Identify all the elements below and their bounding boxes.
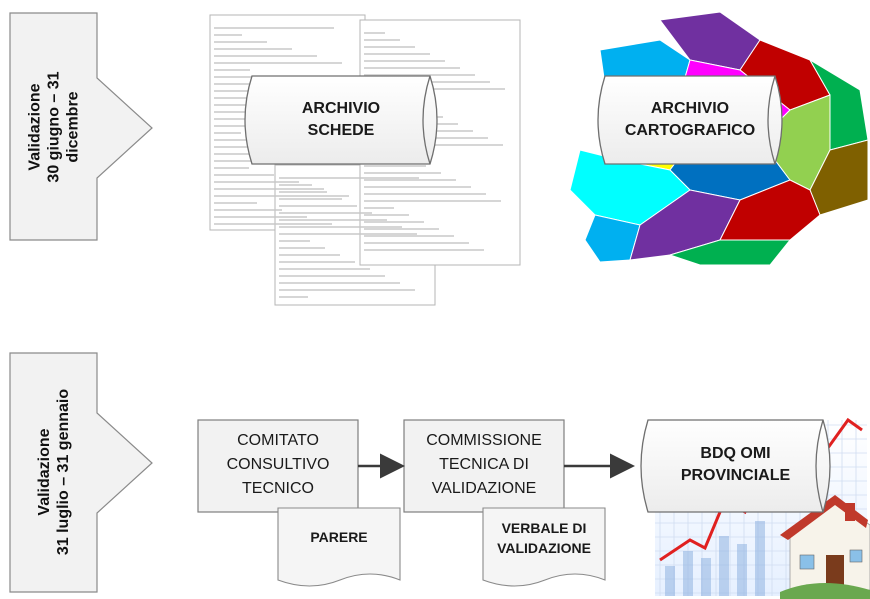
node-line: TECNICO — [242, 480, 314, 497]
node-line: PROVINCIALE — [680, 467, 791, 484]
phase2-label-line: 31 luglio – 31 gennaio — [55, 388, 72, 556]
archivio-cartografico-label: ARCHIVIO CARTOGRAFICO — [605, 98, 775, 142]
comitato-label: COMITATO CONSULTIVO TECNICO — [198, 429, 358, 501]
node-line: COMMISSIONE — [426, 432, 542, 449]
node-line: CARTOGRAFICO — [624, 122, 756, 139]
archivio-schede-label: ARCHIVIO SCHEDE — [252, 98, 430, 142]
node-line: COMITATO — [237, 432, 319, 449]
map-region — [809, 139, 869, 216]
node-line: BDQ OMI — [700, 445, 771, 462]
phase1-label: Validazione 30 giugno – 31 dicembre — [26, 71, 83, 182]
node-line: ARCHIVIO — [301, 100, 381, 117]
phase1-label-line: dicembre — [64, 91, 82, 163]
chart-bar-decor — [665, 566, 675, 596]
bdq-omi-label: BDQ OMI PROVINCIALE — [648, 443, 823, 487]
phase1-chevron — [9, 12, 153, 241]
chart-bar-decor — [683, 551, 693, 596]
node-line: CONSULTIVO — [226, 456, 330, 473]
node-line: PARERE — [310, 529, 368, 545]
archivio-cartografico-cylinder — [597, 75, 783, 165]
node-line: SCHEDE — [307, 122, 375, 139]
phase1-label-line: Validazione — [26, 83, 44, 171]
archivio-schede-cylinder — [244, 75, 438, 165]
phase1-label-line: 30 giugno – 31 — [45, 71, 63, 183]
chart-bar-decor — [737, 544, 747, 596]
node-line: VERBALE DI — [501, 520, 587, 536]
node-line: ARCHIVIO — [650, 100, 730, 117]
parere-label: PARERE — [278, 528, 400, 546]
node-line: VALIDAZIONE — [431, 480, 537, 497]
node-line: TECNICA DI — [439, 456, 529, 473]
phase2-label: Validazione 31 luglio – 31 gennaio — [35, 389, 73, 555]
chart-bar-decor — [755, 521, 765, 596]
map-region — [668, 239, 792, 266]
commissione-label: COMMISSIONE TECNICA DI VALIDAZIONE — [404, 429, 564, 501]
parere-document — [277, 507, 401, 587]
phase2-label-line: Validazione — [36, 428, 53, 516]
chart-bar-decor — [701, 558, 711, 596]
phase2-chevron — [9, 352, 153, 593]
verbale-document — [482, 507, 606, 587]
bdq-omi-cylinder — [640, 419, 831, 513]
node-line: VALIDAZIONE — [497, 540, 591, 556]
map-region — [584, 214, 641, 263]
chart-bar-decor — [719, 536, 729, 596]
verbale-label: VERBALE DI VALIDAZIONE — [483, 518, 605, 558]
